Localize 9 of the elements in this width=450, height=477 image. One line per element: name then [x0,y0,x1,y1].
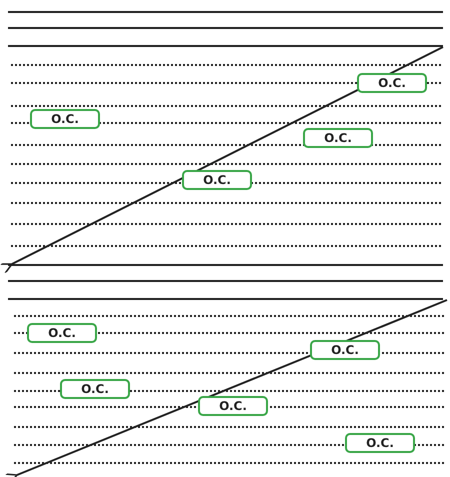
label-box: O.C. [198,396,268,416]
label-box: O.C. [345,433,415,453]
label-box: O.C. [357,73,427,93]
label-box: O.C. [30,109,100,129]
label-box: O.C. [60,379,130,399]
label-box: O.C. [303,128,373,148]
label-box: O.C. [310,340,380,360]
label-box: O.C. [27,323,97,343]
label-box: O.C. [182,170,252,190]
